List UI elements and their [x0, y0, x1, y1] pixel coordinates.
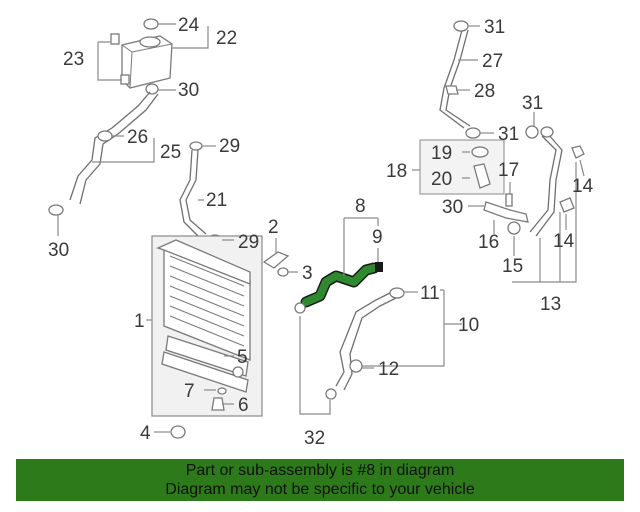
callout-18: 18 — [386, 161, 407, 182]
callout-1: 1 — [134, 311, 145, 332]
callout-27: 27 — [482, 51, 503, 72]
callout-11: 11 — [420, 283, 440, 304]
callout-14-lower: 14 — [553, 231, 575, 252]
callout-28: 28 — [474, 81, 495, 102]
clamp-31-right — [525, 125, 539, 139]
callout-22: 22 — [216, 28, 237, 49]
reservoir-bolt-top — [110, 33, 120, 45]
clip-14-upper — [571, 145, 585, 159]
callout-12: 12 — [378, 359, 399, 380]
callout-20: 20 — [431, 169, 452, 190]
reservoir-bolt-bottom — [120, 74, 130, 85]
callout-3: 3 — [302, 263, 313, 284]
callout-32: 32 — [304, 428, 325, 449]
reservoir-hose-clamp — [145, 83, 159, 95]
upper-radiator-hose-part-8 — [300, 262, 380, 308]
callout-31-mid: 31 — [498, 124, 519, 145]
clip-14-lower — [559, 197, 575, 213]
callout-8: 8 — [355, 196, 366, 217]
callout-29-top: 29 — [219, 136, 240, 157]
callout-5: 5 — [237, 347, 248, 368]
callout-29-mid: 29 — [238, 232, 259, 253]
leader-lines — [57, 23, 585, 433]
lower-radiator-hose — [325, 287, 405, 400]
callout-30-left: 30 — [48, 240, 69, 261]
clamp-31-mid — [465, 127, 481, 139]
drain-plug — [232, 366, 244, 378]
callout-31-right: 31 — [522, 93, 543, 114]
radiator-lower-tank — [161, 335, 249, 393]
callout-25: 25 — [160, 142, 181, 163]
thermostat-housing-group — [419, 139, 505, 195]
radiator-assembly — [151, 235, 263, 417]
callout-numbers: 24 22 23 30 26 25 30 29 21 29 2 3 1 5 7 … — [48, 15, 594, 449]
radiator-mount-4 — [170, 425, 186, 439]
hose-27 — [439, 20, 471, 129]
callout-6: 6 — [238, 395, 249, 416]
callout-26: 26 — [127, 127, 148, 148]
bracket-2 — [262, 251, 290, 269]
callout-21: 21 — [206, 190, 227, 211]
callout-2: 2 — [268, 217, 279, 238]
callout-31-top: 31 — [484, 17, 505, 38]
radiator-part-6 — [211, 397, 225, 411]
sensor-17 — [505, 193, 513, 207]
callout-7: 7 — [184, 381, 195, 402]
hose-clip-28 — [445, 85, 459, 95]
callout-10: 10 — [458, 315, 479, 336]
reservoir-cap — [143, 18, 159, 30]
clamp-32-upper — [294, 302, 306, 314]
banner-line-part-number: Part or sub-assembly is #8 in diagram — [185, 462, 455, 479]
callout-19: 19 — [431, 143, 452, 164]
part-info-banner: Part or sub-assembly is #8 in diagram Di… — [16, 459, 624, 501]
bolt-3 — [277, 267, 289, 277]
reservoir-hose — [48, 91, 159, 216]
outlet-pipe-16 — [483, 201, 529, 223]
callout-15: 15 — [502, 256, 523, 277]
callout-4: 4 — [140, 423, 151, 444]
callout-14-upper: 14 — [572, 176, 594, 197]
hose-15 — [507, 126, 563, 237]
reservoir-tank — [121, 35, 173, 89]
banner-line-disclaimer: Diagram may not be specific to your vehi… — [165, 481, 475, 498]
hose-clamp-part-9 — [375, 262, 383, 272]
radiator-part-7 — [217, 387, 227, 395]
callout-30-right: 30 — [442, 197, 463, 218]
callout-9: 9 — [372, 227, 383, 248]
callout-30-top: 30 — [178, 80, 199, 101]
callout-23: 23 — [63, 49, 84, 70]
callout-24: 24 — [178, 15, 200, 36]
callout-16: 16 — [478, 232, 499, 253]
callout-13: 13 — [540, 294, 561, 315]
callout-17: 17 — [498, 160, 519, 181]
